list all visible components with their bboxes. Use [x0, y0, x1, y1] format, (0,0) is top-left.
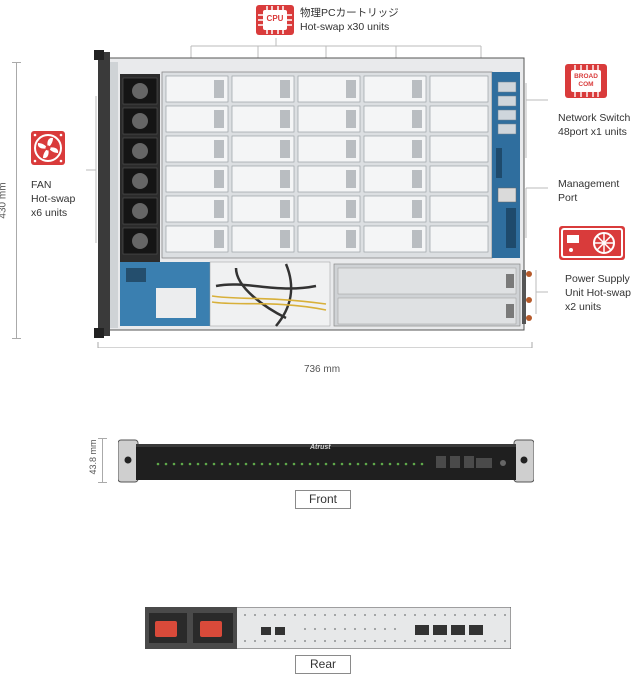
fan-callout-line2: Hot-swap	[31, 193, 76, 205]
mgmt-callout-line1: Management	[558, 178, 620, 190]
front-view-label: Front	[295, 490, 351, 509]
psu-callout-line2: Unit Hot-swap	[565, 287, 631, 299]
fan-callout-line1: FAN	[31, 179, 52, 191]
fan-callout-label: FAN Hot-swap x6 units	[31, 178, 75, 220]
height-dimension-tick-top	[98, 438, 107, 439]
height-dimension-label: 43.8 mm	[88, 439, 98, 475]
cpu-callout-line1: 物理PCカートリッジ	[300, 7, 399, 19]
depth-dimension-tick-bottom	[12, 338, 21, 339]
fan-callout-line3: x6 units	[31, 207, 68, 219]
depth-dimension-line	[16, 62, 17, 338]
front-brand-logo: Atrust	[310, 444, 331, 451]
cpu-callout-label: 物理PCカートリッジ Hot-swap x30 units	[300, 6, 399, 34]
depth-dimension-tick-top	[12, 62, 21, 63]
cpu-icon-text: CPU	[266, 14, 284, 23]
server-rear-panel	[145, 607, 511, 649]
depth-dimension-label: 430 mm	[0, 182, 9, 219]
rear-view-label: Rear	[295, 655, 351, 674]
fan-icon	[31, 131, 65, 165]
cpu-callout-line2: Hot-swap x30 units	[300, 21, 390, 33]
server-front-panel	[118, 439, 534, 483]
switch-callout-line1: Network Switch	[558, 112, 631, 124]
switch-callout-line2: 48port x1 units	[558, 126, 627, 138]
server-top-view	[86, 38, 548, 348]
broadcom-icon-text-1: BROAD	[574, 73, 598, 80]
psu-callout-label: Power Supply Unit Hot-swap x2 units	[565, 272, 631, 314]
psu-callout-line3: x2 units	[565, 301, 602, 313]
broadcom-chip-icon: BROAD COM	[565, 64, 607, 98]
height-dimension-line	[102, 438, 103, 482]
power-supply-icon	[559, 226, 625, 260]
height-dimension-tick-bottom	[98, 482, 107, 483]
psu-callout-line1: Power Supply	[565, 273, 630, 285]
switch-callout-label: Network Switch 48port x1 units	[558, 111, 630, 139]
cpu-chip-icon: CPU	[256, 5, 294, 35]
width-dimension-label: 736 mm	[303, 364, 341, 375]
mgmt-callout-label: Management Port	[558, 177, 619, 205]
broadcom-icon-text-2: COM	[578, 81, 594, 88]
mgmt-callout-line2: Port	[558, 192, 578, 204]
